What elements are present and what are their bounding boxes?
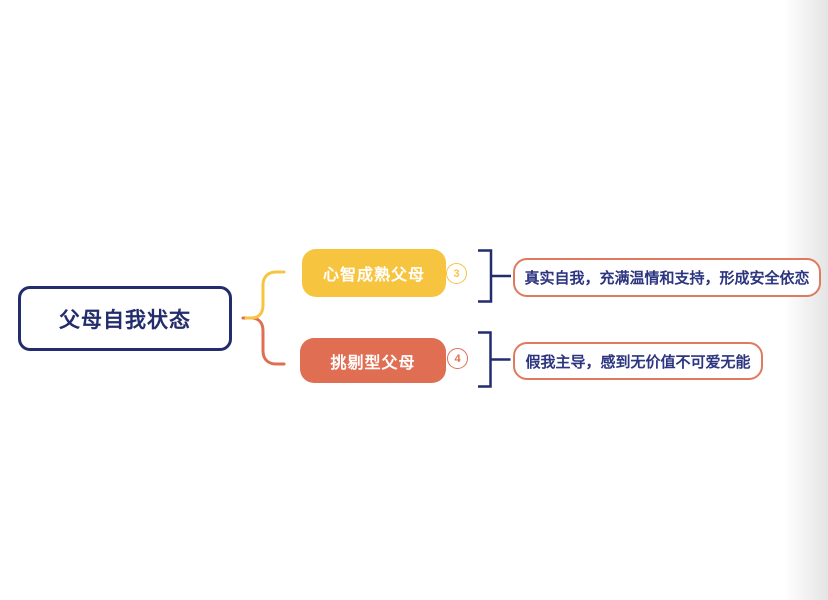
numeric-badge-1-value: 3 <box>453 267 460 280</box>
page-edge-shadow <box>784 0 828 600</box>
summary-topic-1-label: 真实自我，充满温情和支持，形成安全依恋 <box>524 270 810 287</box>
summary-topic-2-label: 假我主导，感到无价值不可爱无能 <box>525 353 751 371</box>
topic-critical-parent[interactable]: 挑剔型父母 <box>300 338 446 383</box>
summary-bracket-2 <box>478 331 511 388</box>
branch-line-critical-parent <box>241 316 286 366</box>
summary-bracket-1 <box>478 249 511 303</box>
numeric-badge-2-value: 4 <box>454 352 461 365</box>
root-topic[interactable]: 父母自我状态 <box>18 286 232 351</box>
root-topic-label: 父母自我状态 <box>59 308 191 332</box>
numeric-badge-mature-parent[interactable]: 3 <box>446 263 467 284</box>
branch-line-mature-parent <box>244 270 286 320</box>
summary-topic-mature-parent[interactable]: 真实自我，充满温情和支持，形成安全依恋 <box>513 258 821 297</box>
topic-mature-parent-label: 心智成熟父母 <box>322 267 425 284</box>
numeric-badge-critical-parent[interactable]: 4 <box>447 348 468 369</box>
topic-mature-parent[interactable]: 心智成熟父母 <box>302 249 446 297</box>
summary-topic-critical-parent[interactable]: 假我主导，感到无价值不可爱无能 <box>513 342 763 380</box>
topic-critical-parent-label: 挑剔型父母 <box>330 354 416 372</box>
